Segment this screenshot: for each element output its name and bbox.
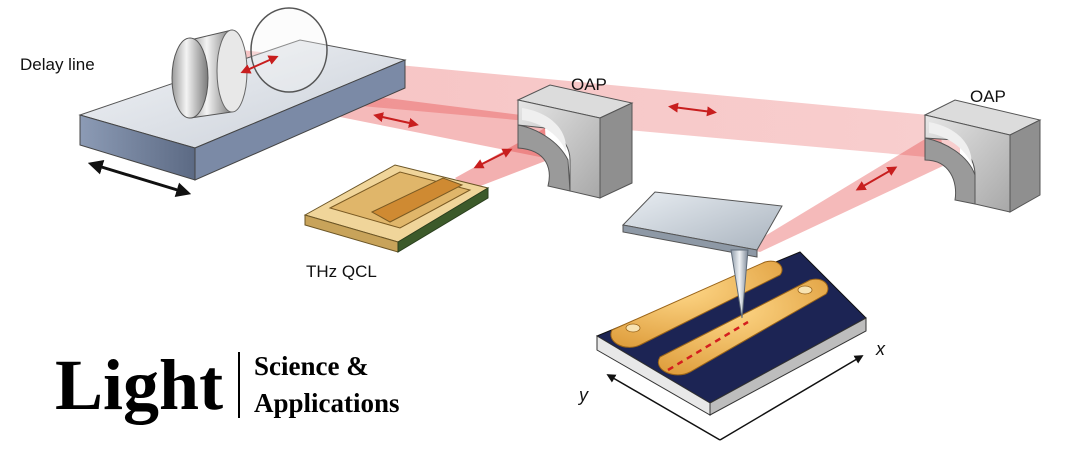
logo-line2: Applications	[254, 388, 400, 418]
delay-line-mirror-back	[250, 7, 328, 93]
afm-tip	[730, 249, 749, 319]
logo-line1: Science &	[254, 351, 369, 381]
axis-x-line	[719, 355, 864, 441]
delay-line-reflection-arrow	[240, 55, 279, 74]
label-oap-right: OAP	[970, 87, 1006, 106]
journal-logo: Light Science & Applications	[55, 345, 400, 425]
logo-main-text: Light	[55, 345, 223, 425]
delay-line-motion-arrow	[87, 160, 192, 197]
label-thz-qcl: THz QCL	[306, 262, 377, 281]
sample-stage	[595, 251, 867, 416]
label-delay-line: Delay line	[20, 55, 95, 74]
sample-axes	[606, 355, 864, 441]
arrow-oap-to-tip	[855, 166, 898, 191]
oap-left	[516, 84, 634, 199]
arrow-qcl-to-oap	[473, 148, 513, 169]
oap-right	[923, 99, 1042, 213]
arrow-delay-to-oap	[373, 112, 419, 128]
label-axis-x: x	[875, 339, 886, 359]
delay-line-mirror-front	[171, 29, 248, 119]
beam-direction-arrows	[373, 102, 898, 191]
arrow-between-oaps	[668, 102, 717, 117]
label-oap-left: OAP	[571, 75, 607, 94]
thz-qcl-device	[303, 164, 490, 253]
afm-cantilever	[621, 191, 783, 258]
label-axis-y: y	[577, 385, 589, 405]
beam-oap-to-tip	[745, 130, 945, 252]
scan-line	[667, 320, 749, 372]
axis-y-line	[606, 374, 721, 441]
